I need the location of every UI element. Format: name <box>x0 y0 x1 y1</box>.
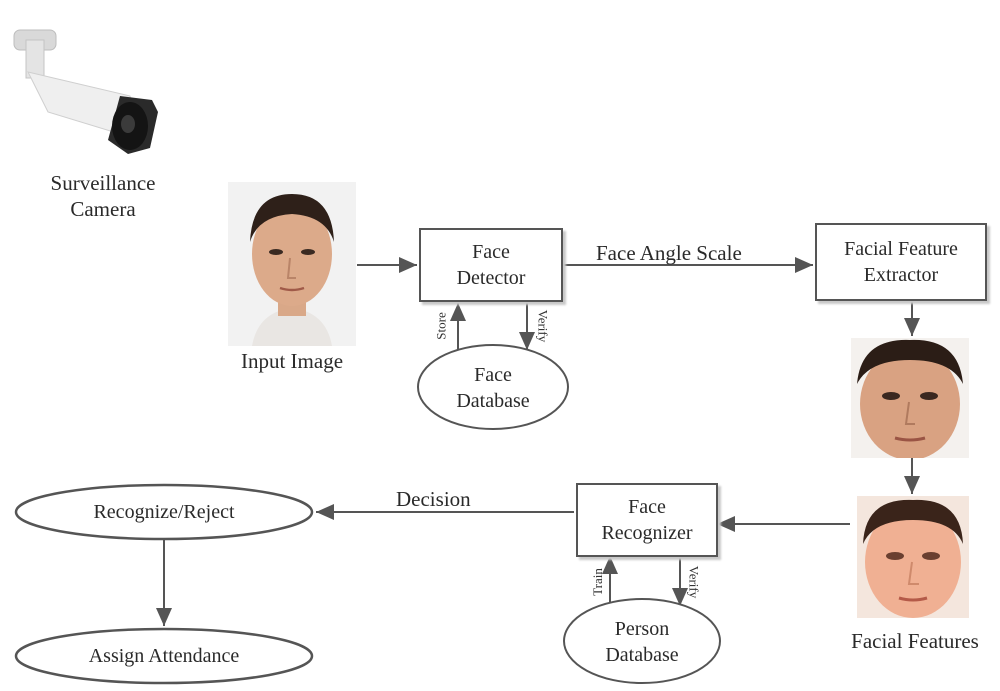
feature-extractor-box: Facial Feature Extractor <box>815 223 987 301</box>
input-face-photo <box>228 182 356 346</box>
decision-label: Decision <box>396 487 471 511</box>
camera-label-line2: Camera <box>70 197 136 221</box>
face-detector-line1: Face <box>472 241 510 263</box>
person-database-shape <box>563 598 721 684</box>
extracted-face-photo <box>851 338 969 458</box>
facial-features-photo <box>857 496 969 618</box>
face-recognizer-box: Face Recognizer <box>576 483 718 557</box>
face-detector-box: Face Detector <box>419 228 563 302</box>
recognize-reject-shape <box>14 483 314 541</box>
face-database-line2: Database <box>456 390 530 412</box>
assign-attendance-label: Assign Attendance <box>88 645 240 667</box>
camera-label-line1: Surveillance <box>50 171 156 195</box>
face-database-line1: Face <box>474 364 512 386</box>
camera-icon <box>13 29 158 154</box>
facial-features-label: Facial Features <box>851 629 979 653</box>
face-recognizer-line1: Face <box>628 496 666 518</box>
face-db-verify-label: Verify <box>535 309 551 343</box>
person-db-train-label: Train <box>589 568 605 596</box>
person-database-label: Person Database <box>566 612 718 672</box>
assign-attendance-shape <box>14 627 314 685</box>
person-database-line2: Database <box>605 644 679 666</box>
person-db-verify-label: Verify <box>686 565 702 599</box>
face-detector-line2: Detector <box>456 267 526 289</box>
input-image-label: Input Image <box>240 349 344 373</box>
face-recognizer-line2: Recognizer <box>601 522 693 544</box>
face-angle-scale-label: Face Angle Scale <box>596 241 742 265</box>
camera-label: Surveillance Camera <box>38 170 168 222</box>
face-database-shape <box>417 344 569 430</box>
recognize-reject-label: Recognize/Reject <box>93 501 235 523</box>
face-database-label: Face Database <box>418 358 568 418</box>
feature-extractor-line2: Extractor <box>863 264 939 286</box>
face-db-store-label: Store <box>433 312 449 340</box>
person-database-line1: Person <box>614 618 670 640</box>
feature-extractor-line1: Facial Feature <box>844 238 958 260</box>
